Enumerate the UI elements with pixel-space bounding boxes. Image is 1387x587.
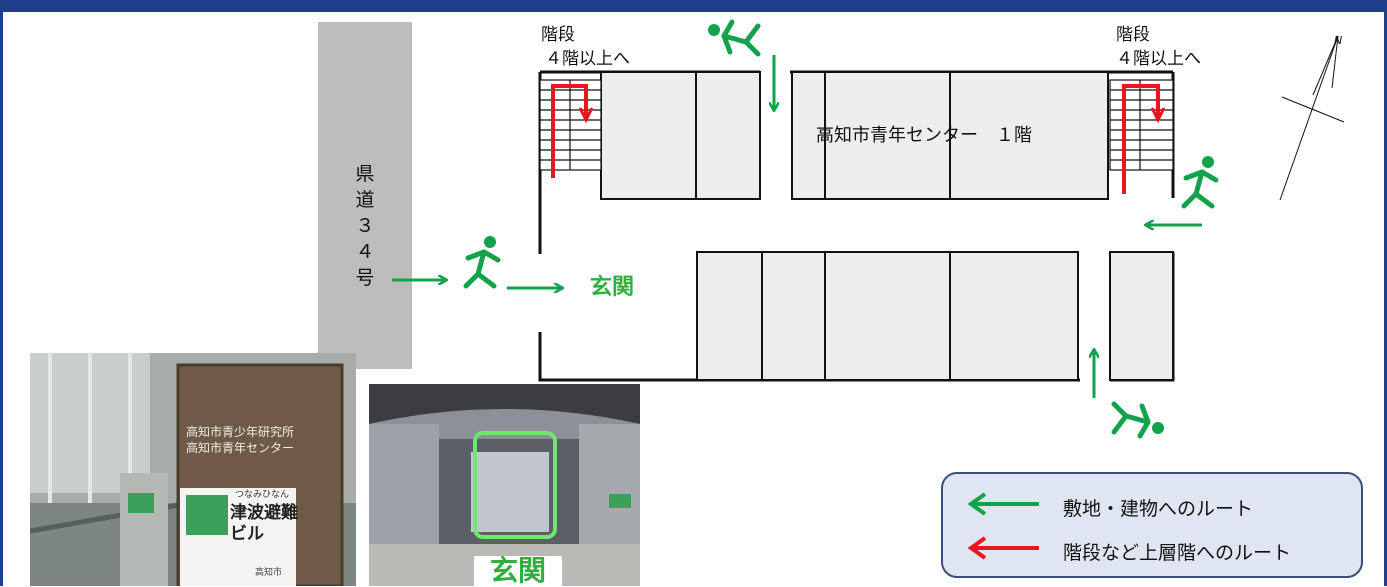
road-label-char: 県 (355, 163, 374, 185)
road-label-char: 道 (355, 189, 374, 211)
compass-icon (1279, 35, 1345, 201)
sign-board-line2: 高知市青年センター (186, 441, 295, 455)
building-floor-label: 高知市青年センター １階 (816, 125, 1032, 146)
photo-sign: 高知市青少年研究所 高知市青年センター つなみひなん 津波避難 ビル 高知市 (30, 353, 356, 586)
stairs-right-route (1122, 84, 1166, 194)
stairs-right (1109, 79, 1174, 171)
stairs-right-label-2: ４階以上へ (1116, 49, 1201, 69)
legend-item-site-route: 敷地・建物へのルート (943, 486, 1361, 526)
green-arrow-icon (967, 492, 1039, 516)
legend-item-stairs-route: 階段など上層階へのルート (943, 530, 1361, 570)
photo-entrance (369, 384, 640, 586)
stairs-left-label-2: ４階以上へ (545, 49, 630, 69)
title-bar (0, 0, 1387, 12)
stairs-right-label-1: 階段 (1116, 25, 1150, 45)
road-label: 県 道 ３ ４ 号 (355, 163, 374, 289)
running-person-icon (1181, 156, 1219, 209)
stairs-left (539, 79, 602, 171)
tsunami-ruby: つなみひなん (235, 490, 290, 500)
tsunami-owner: 高知市 (255, 568, 283, 578)
legend-label: 敷地・建物へのルート (1063, 498, 1254, 520)
route-arrows (392, 55, 1202, 398)
running-person-icon (1111, 401, 1164, 439)
stairs-left-label-1: 階段 (541, 25, 575, 45)
legend: 敷地・建物へのルート 階段など上層階へのルート (941, 472, 1363, 578)
road-label-char: ３ (355, 215, 374, 237)
road-label-char: 号 (355, 267, 374, 289)
lower-rooms (696, 251, 1174, 381)
entrance-highlight (473, 431, 557, 539)
road (318, 22, 412, 369)
road-label-char: ４ (355, 241, 374, 263)
tsunami-subtitle: ビル (230, 524, 264, 544)
running-person-icon (463, 236, 501, 289)
red-arrow-icon (967, 536, 1039, 560)
legend-label: 階段など上層階へのルート (1063, 542, 1292, 564)
tsunami-title: 津波避難 (230, 503, 298, 523)
compass-north-label: N (1334, 34, 1342, 47)
entrance-label: 玄関 (590, 274, 634, 300)
photo-entrance-caption: 玄関 (474, 556, 562, 586)
running-person-icon (708, 19, 761, 57)
stairs-left-route (551, 84, 594, 178)
sign-board-line1: 高知市青少年研究所 (186, 425, 295, 439)
